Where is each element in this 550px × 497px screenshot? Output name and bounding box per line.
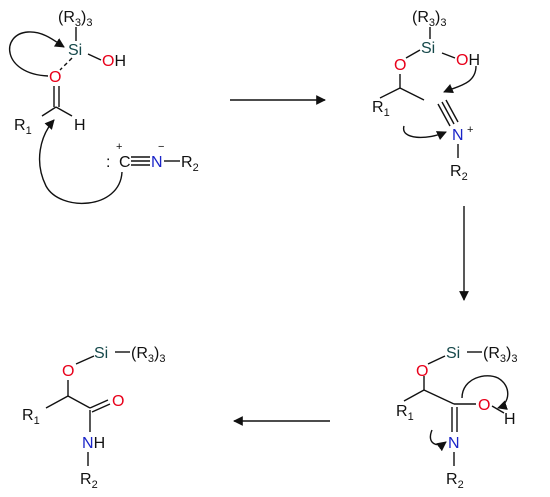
o-si-bond-2	[405, 49, 421, 59]
cn-triple-b	[441, 101, 455, 125]
ether-oxygen-label-4: O	[62, 363, 74, 380]
ether-oxygen-label-2: O	[394, 57, 406, 74]
silicon-label-2: Si	[421, 40, 435, 57]
r1-label: R1	[14, 117, 32, 137]
ch-r1-bond-4	[45, 395, 69, 409]
curly-arrow-oh-to-co	[461, 375, 509, 410]
amide-oxygen-label: O	[112, 393, 124, 410]
o-si-bond-3	[427, 355, 446, 365]
r2-label-4: R2	[80, 471, 98, 491]
curly-arrow-to-nitrogen	[429, 429, 447, 452]
imidate-nitrogen-label: N	[448, 435, 460, 452]
r1-label-2: R1	[372, 99, 390, 119]
structure-aldehyde-silanol: (R3)3 Si OH O R1 H	[9, 9, 126, 137]
isocyanide-nitrogen-label: N	[151, 154, 163, 171]
aldehyde-hydrogen-label: H	[74, 117, 86, 134]
r2-label-3: R2	[446, 471, 464, 491]
lone-pair-dots: :	[106, 154, 110, 171]
ch-c-bond-3	[423, 389, 455, 405]
imidate-h-label: H	[504, 411, 516, 428]
silicon-label-4: Si	[94, 345, 108, 362]
imidate-oh-label: O	[478, 397, 490, 414]
curly-arrow-pi-to-nitrogen	[403, 125, 447, 141]
c-h-bond	[55, 106, 73, 117]
isocyanide-carbon-label: C	[119, 154, 131, 171]
structure-isocyanide: + − : C N R2	[38, 119, 199, 205]
structure-amide-product: O Si (R3)3 R1 O NH R2	[22, 345, 165, 491]
co-double-b-4	[91, 403, 111, 413]
cn-triple-c	[445, 99, 459, 123]
carbon-plus-charge: +	[116, 141, 122, 153]
r1-label-4: R1	[22, 407, 40, 427]
nitrilium-plus-charge: +	[467, 124, 473, 136]
r2-label-2: R2	[450, 163, 468, 183]
ch-r1-bond-3	[403, 389, 425, 402]
cn-triple-a	[437, 103, 451, 127]
ether-oxygen-label-3: O	[416, 363, 428, 380]
r1-label-3: R1	[396, 403, 414, 423]
amide-nh-label: NH	[82, 435, 105, 452]
hydroxyl-label: OH	[102, 53, 126, 70]
curly-arrow-o-to-si	[9, 31, 65, 77]
r3-group-label-3: (R3)3	[483, 345, 517, 365]
ch-c-bond-4	[67, 395, 91, 409]
o-h-bond-3	[491, 405, 505, 414]
carbonyl-oxygen-label: O	[49, 69, 61, 86]
ch-c-bond-2	[399, 87, 425, 101]
co-double-a-4	[89, 399, 109, 409]
r3-group-label: (R3)3	[58, 9, 92, 29]
structure-nitrilium-intermediate: (R3)3 Si OH O R1 N + R2	[372, 9, 480, 183]
silicon-label: Si	[68, 42, 82, 59]
r3-group-label-2: (R3)3	[412, 9, 446, 29]
silicon-label-3: Si	[446, 345, 460, 362]
curly-arrow-c-to-carbonyl	[38, 119, 123, 205]
nitrogen-minus-charge: −	[158, 141, 164, 153]
curly-arrow-oh-to-carbon	[443, 65, 477, 94]
o-si-bond-4	[75, 355, 95, 365]
ch-r1-bond-2	[379, 87, 401, 99]
si-oh-bond-2	[441, 52, 456, 59]
r2-label: R2	[181, 154, 199, 174]
c-r1-bond	[41, 106, 57, 117]
hydrogen-bond-dashed	[59, 57, 73, 71]
si-oh-bond	[87, 53, 102, 61]
structure-imidate: O Si (R3)3 R1 O H N R2	[396, 345, 517, 491]
nitrilium-nitrogen-label: N	[452, 127, 464, 144]
r3-group-label-4: (R3)3	[131, 345, 165, 365]
hydroxyl-label-2: OH	[456, 52, 480, 69]
